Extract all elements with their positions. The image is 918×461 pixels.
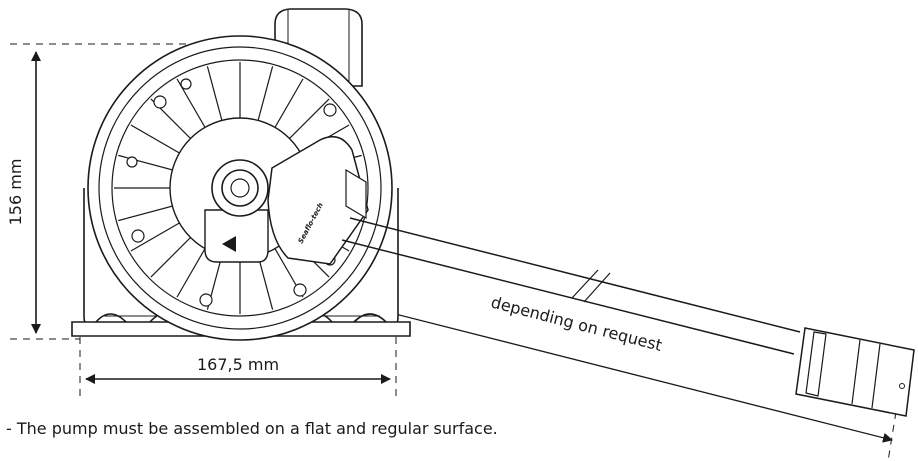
cable-connector: [795, 327, 915, 417]
height-dimension: [10, 43, 200, 340]
cable-label: depending on request: [489, 292, 664, 354]
assembly-note: - The pump must be assembled on a flat a…: [6, 419, 498, 438]
height-label: 156 mm: [6, 159, 25, 226]
power-cable: [341, 217, 801, 355]
width-label: 167,5 mm: [197, 355, 279, 374]
pump-body: [71, 8, 411, 341]
width-dimension: [79, 337, 397, 400]
